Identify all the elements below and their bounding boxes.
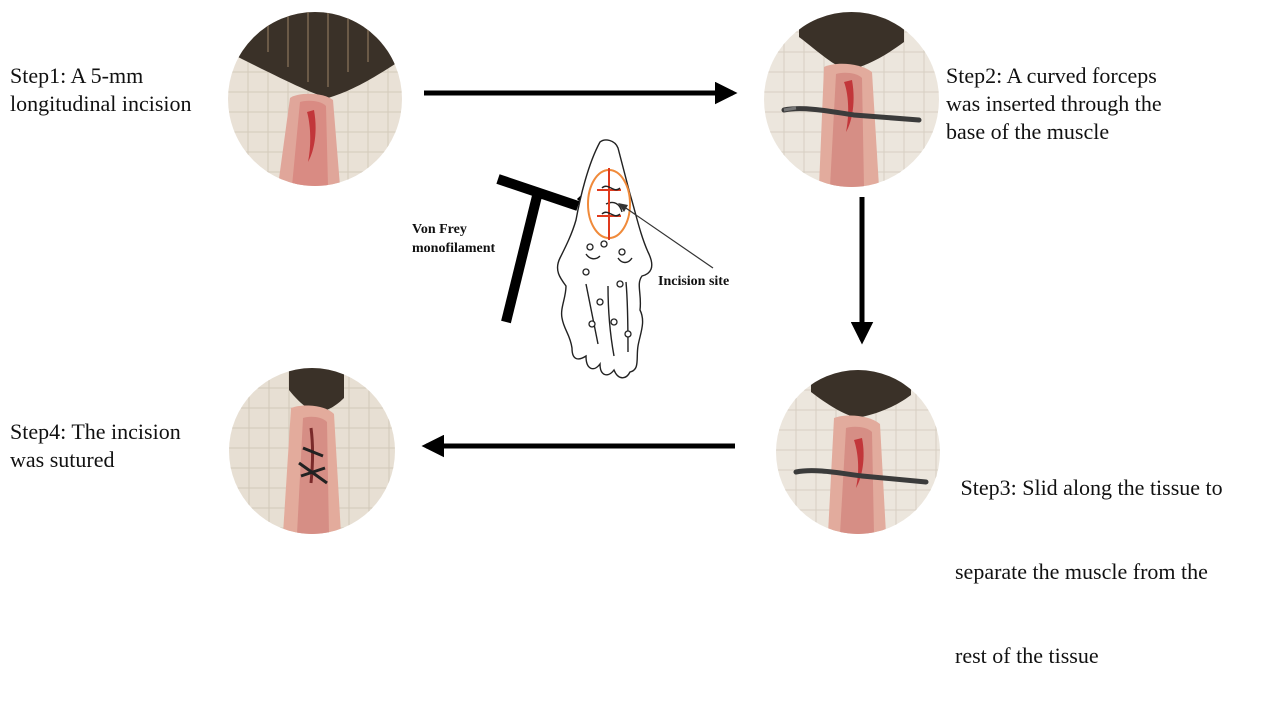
incision-site-label: Incision site: [658, 272, 729, 291]
step1-photo: [228, 12, 402, 186]
step2-line-1: Step2: A curved forceps: [946, 62, 1162, 90]
von-frey-label-line-1: Von Frey: [412, 220, 495, 239]
step4-text: Step4: The incision was sutured: [10, 418, 181, 474]
step1-line-1: Step1: A 5-mm: [10, 62, 192, 90]
step1-line-2: longitudinal incision: [10, 90, 192, 118]
diagram-canvas: Step1: A 5-mm longitudinal incision Step…: [0, 0, 1270, 537]
von-frey-label: Von Frey monofilament: [412, 220, 495, 258]
step3-text: Step3: Slid along the tissue to separate…: [955, 418, 1223, 726]
step2-line-2: was inserted through the: [946, 90, 1162, 118]
step3-photo: [776, 370, 940, 534]
step1-text: Step1: A 5-mm longitudinal incision: [10, 62, 192, 118]
step4-line-2: was sutured: [10, 446, 181, 474]
step4-line-1: Step4: The incision: [10, 418, 181, 446]
paw-outline-icon: [558, 140, 652, 378]
von-frey-label-line-2: monofilament: [412, 239, 495, 258]
step3-line-1: Step3: Slid along the tissue to: [955, 474, 1223, 502]
step2-photo: [764, 12, 939, 187]
step3-line-3: rest of the tissue: [955, 642, 1223, 670]
step3-line-2: separate the muscle from the: [955, 558, 1223, 586]
paw-figure: [490, 134, 760, 394]
step2-line-3: base of the muscle: [946, 118, 1162, 146]
step2-text: Step2: A curved forceps was inserted thr…: [946, 62, 1162, 146]
step4-photo: [229, 368, 395, 534]
